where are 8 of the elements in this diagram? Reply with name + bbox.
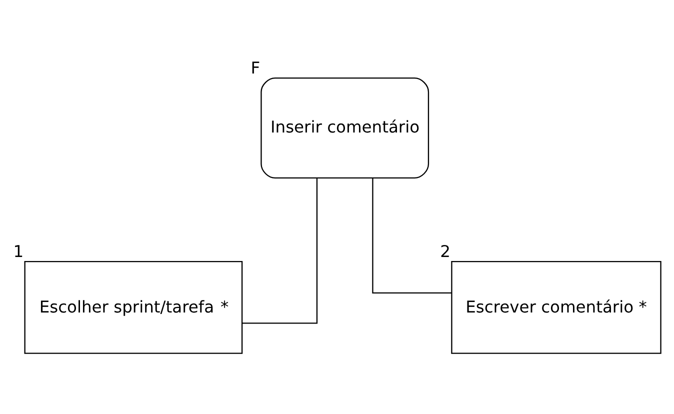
node-box: Escolher sprint/tarefa *: [24, 261, 243, 354]
node-box: Escrever comentário *: [451, 261, 662, 354]
connector: [372, 178, 452, 294]
node-label: 1: [13, 242, 24, 262]
connector: [242, 178, 318, 324]
node-label: 2: [440, 242, 450, 262]
node-box: Inserir comentário: [260, 78, 430, 179]
node-label: F: [250, 58, 260, 78]
